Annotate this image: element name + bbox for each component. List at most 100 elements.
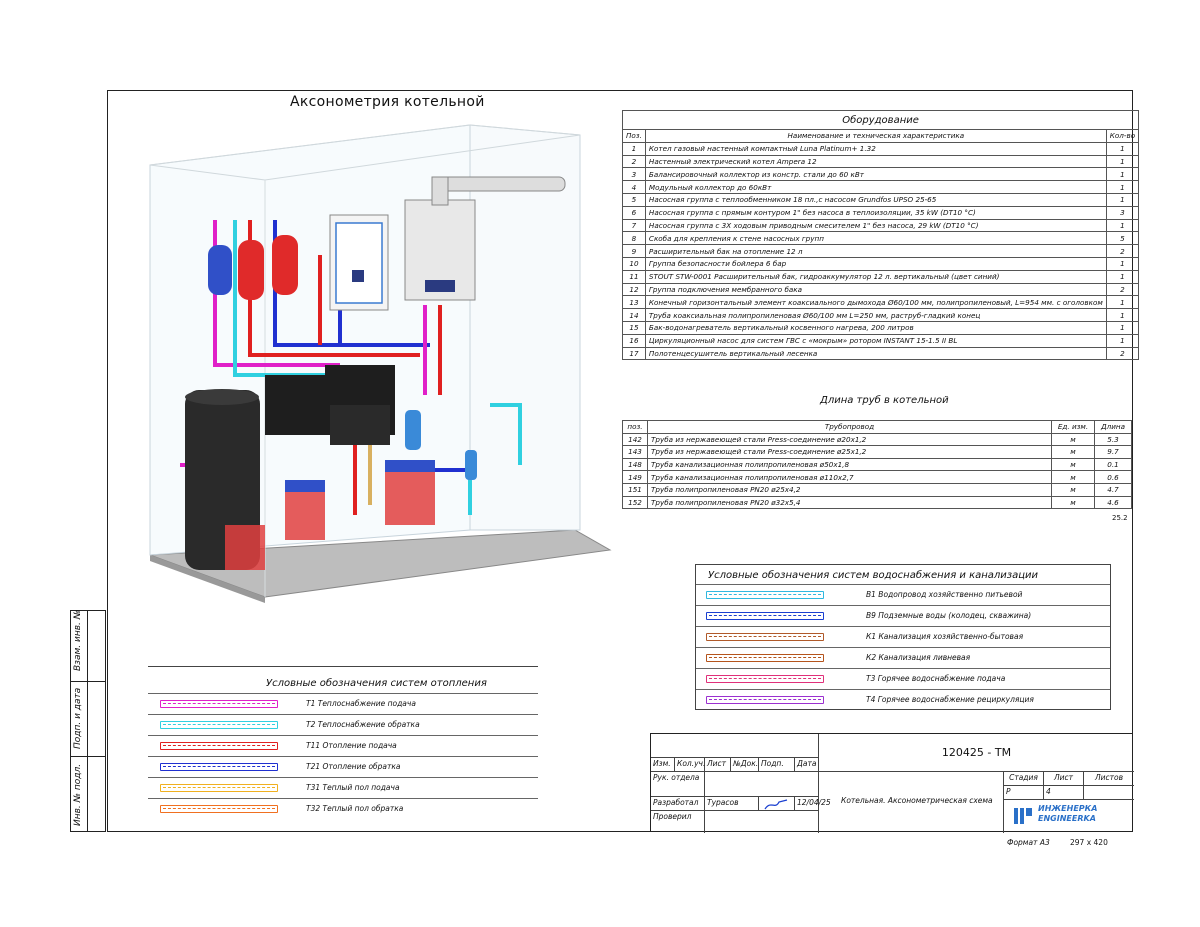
table-cell: Бак-водонагреватель вертикальный косвенн… (644, 320, 1107, 335)
title-block: 120425 - ТМ Изм. Кол.уч. Лист №Док. Подп… (650, 733, 1134, 833)
table-cell: 1 (1105, 269, 1140, 284)
legend-row (696, 605, 1110, 606)
table-cell: 5 (622, 192, 646, 207)
table-cell: 5 (1105, 231, 1140, 246)
legend-label: К2 Канализация ливневая (866, 652, 971, 662)
stamp-developer: Турасов (705, 797, 759, 811)
legend-label: Т3 Горячее водоснабжение подача (866, 673, 1006, 683)
table-cell: 148 (622, 457, 648, 472)
legend-row (148, 798, 538, 799)
table-cell: 9 (622, 244, 646, 258)
table-cell: 7 (622, 218, 646, 233)
pipes-title: Длина труб в котельной (820, 395, 949, 406)
stamp-header: Дата (795, 758, 819, 772)
table-cell: 1 (1105, 167, 1140, 182)
sidebar-label: Инв. № подл. (73, 763, 83, 826)
page-title: Аксонометрия котельной (290, 94, 485, 110)
table-cell: 1 (1105, 192, 1140, 207)
table-cell: 1 (1105, 308, 1140, 322)
legend-row (696, 584, 1110, 585)
stamp-header: Лист (705, 758, 731, 772)
legend-line-sample (706, 590, 824, 599)
company-name-en: ENGINEERKA (1038, 814, 1096, 823)
table-cell: 9.7 (1094, 445, 1132, 459)
stamp-header: №Док. (731, 758, 759, 772)
equipment-table: Оборудование Поз. Наименование и техниче… (621, 110, 1140, 361)
table-cell: Насосная группа с 3Х ходовым приводным с… (644, 218, 1107, 233)
table-cell: Балансировочный коллектор из констр. ста… (644, 167, 1107, 182)
stamp-role: Проверил (651, 811, 705, 833)
legend-row (148, 756, 538, 757)
sheet-value: 4 (1044, 786, 1084, 800)
pipes-total: 25.2 (1112, 514, 1128, 522)
legend-row (696, 647, 1110, 648)
table-cell: м (1051, 495, 1095, 510)
table-cell: 2 (622, 154, 646, 169)
legend-label: Т1 Теплоснабжение подача (306, 698, 416, 708)
legend-line-sample (160, 720, 278, 729)
table-cell: Конечный горизонтальный элемент коаксиал… (644, 295, 1107, 310)
table-cell: 8 (622, 231, 646, 246)
expansion-tanks (208, 235, 298, 300)
table-cell: Полотенцесушитель вертикальный лесенка (644, 346, 1107, 361)
table-cell: 13 (622, 295, 646, 310)
table-cell: 152 (622, 495, 648, 510)
table-cell: 1 (622, 141, 646, 156)
table-cell: м (1051, 445, 1095, 459)
format-label: Формат А3 (1007, 838, 1050, 847)
table-cell: Труба канализационная полипропиленовая ø… (647, 470, 1052, 484)
legend-water-title: Условные обозначения систем водоснабжени… (708, 570, 1039, 581)
table-cell: 10 (622, 256, 646, 271)
legend-label: Т32 Теплый пол обратка (306, 803, 404, 813)
legend-row (148, 777, 538, 778)
table-header: Наименование и техническая характеристик… (644, 129, 1107, 143)
legend-line-sample (706, 653, 824, 662)
sheet-title: Котельная. Аксонометрическая схема (819, 772, 1004, 833)
table-cell: 11 (622, 269, 646, 284)
signature-mark (764, 799, 788, 810)
table-cell: 1 (1105, 180, 1140, 194)
table-cell: 3 (622, 167, 646, 182)
legend-label: Т21 Отопление обратка (306, 761, 401, 771)
sidebar-label: Взам. инв. № (73, 609, 83, 671)
table-cell: Труба коаксиальная полипропиленовая Ø60/… (644, 308, 1107, 322)
table-cell: Настенный электрический котел Ampera 12 (644, 154, 1107, 169)
table-cell: 17 (622, 346, 646, 361)
table-cell: 0.1 (1094, 457, 1132, 472)
stamp-header: Изм. (651, 758, 675, 772)
legend-row (148, 735, 538, 736)
stamp-header: Кол.уч. (675, 758, 705, 772)
signature (759, 797, 795, 811)
table-header: Кол-во (1105, 129, 1140, 143)
legend-line-sample (160, 783, 278, 792)
table-cell: 3 (1105, 205, 1140, 220)
table-cell: Модульный коллектор до 60кВт (644, 180, 1107, 194)
stage-value: Р (1004, 786, 1044, 800)
floor-collectors (225, 460, 435, 570)
equipment-title: Оборудование (621, 110, 1140, 130)
stamp-date: 12/04/25 (795, 797, 831, 811)
table-cell: 1 (1105, 256, 1140, 271)
table-cell: 2 (1105, 244, 1140, 258)
legend-heating-title: Условные обозначения систем отопления (266, 678, 487, 689)
format-size: 297 х 420 (1070, 838, 1108, 847)
table-cell: 151 (622, 482, 648, 497)
legend-line-sample (160, 699, 278, 708)
table-cell: 149 (622, 470, 648, 484)
table-cell: 6 (622, 205, 646, 220)
